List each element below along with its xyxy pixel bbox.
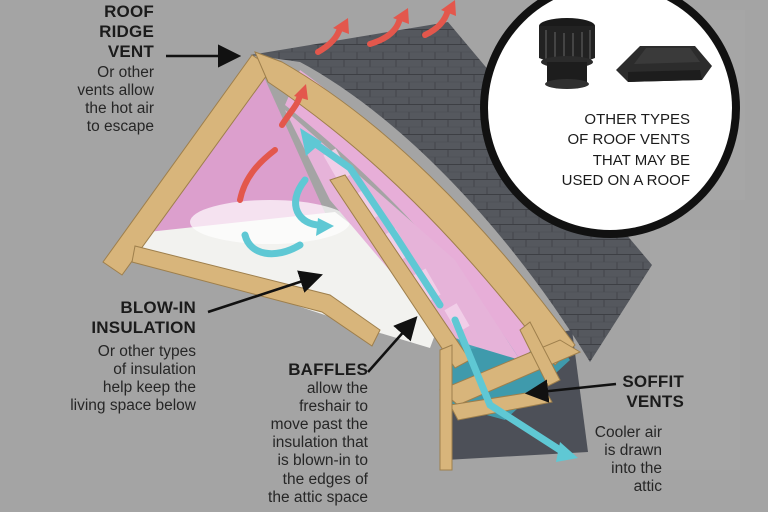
baffles-desc-line: freshair to — [299, 398, 368, 415]
wood-framing — [102, 51, 582, 471]
pink-insulation-back — [150, 68, 335, 235]
cool-air-arrows — [241, 136, 564, 454]
insulation-desc-line: Or other types — [97, 342, 196, 360]
insulation-desc-line: help keep the — [102, 379, 196, 396]
soffit-title-line: VENTS — [626, 391, 684, 411]
soffit-desc-line: into the — [611, 460, 662, 478]
soffit-desc-line: Cooler air — [594, 424, 662, 441]
ridge-desc-line: Or other — [97, 63, 154, 81]
box-vent-icon — [616, 46, 712, 82]
soffit-desc-line: is drawn — [604, 442, 662, 460]
roof-shingles — [250, 22, 652, 362]
insulation-label: BLOW-IN INSULATION Or other types of ins… — [40, 298, 196, 415]
soffit-desc-line: attic — [633, 478, 662, 496]
insulation-title-line: BLOW-IN — [120, 298, 196, 317]
ridge-title-line: ROOF — [104, 2, 154, 21]
ridge-title-line: VENT — [107, 41, 154, 61]
baffles-desc-line: insulation that — [272, 434, 368, 452]
insulation-desc-line: living space below — [70, 397, 196, 415]
insulation-title-line: INSULATION — [91, 317, 196, 337]
soffit-desc: Cooler air is drawn into the attic — [566, 424, 662, 497]
baffles-desc-line: the edges of — [282, 470, 368, 488]
baffles-desc-line: move past the — [270, 416, 368, 434]
soffit-vents-label: SOFFIT VENTS — [580, 372, 684, 412]
baffles-desc-line: the attic space — [268, 488, 368, 506]
inset-caption-line: OTHER TYPES — [584, 111, 690, 128]
turbine-vent-icon — [539, 18, 595, 89]
inset-caption-line: USED ON A ROOF — [561, 171, 690, 189]
insulation-desc-line: of insulation — [113, 360, 196, 378]
baffles-label: BAFFLES allow the freshair to move past … — [240, 360, 368, 507]
baffles-desc-line: is blown-in to — [277, 452, 368, 470]
baffles-desc-line: allow the — [306, 379, 368, 397]
ridge-desc-line: the hot air — [85, 99, 154, 117]
ridge-desc-line: to escape — [86, 118, 154, 135]
baffles-title-line: BAFFLES — [288, 360, 368, 379]
soffit-title-line: SOFFIT — [622, 372, 684, 391]
ridge-desc-line: vents allow — [77, 81, 154, 99]
vents-inset-caption: OTHER TYPES OF ROOF VENTS THAT MAY BE US… — [530, 110, 690, 191]
ridge-title-line: RIDGE — [99, 21, 154, 41]
inset-caption-line: OF ROOF VENTS — [567, 131, 690, 149]
pointer-arrow-icon — [166, 44, 617, 403]
inset-caption-line: THAT MAY BE — [592, 151, 690, 169]
ridge-vent-label: ROOF RIDGE VENT Or other vents allow the… — [40, 2, 154, 136]
